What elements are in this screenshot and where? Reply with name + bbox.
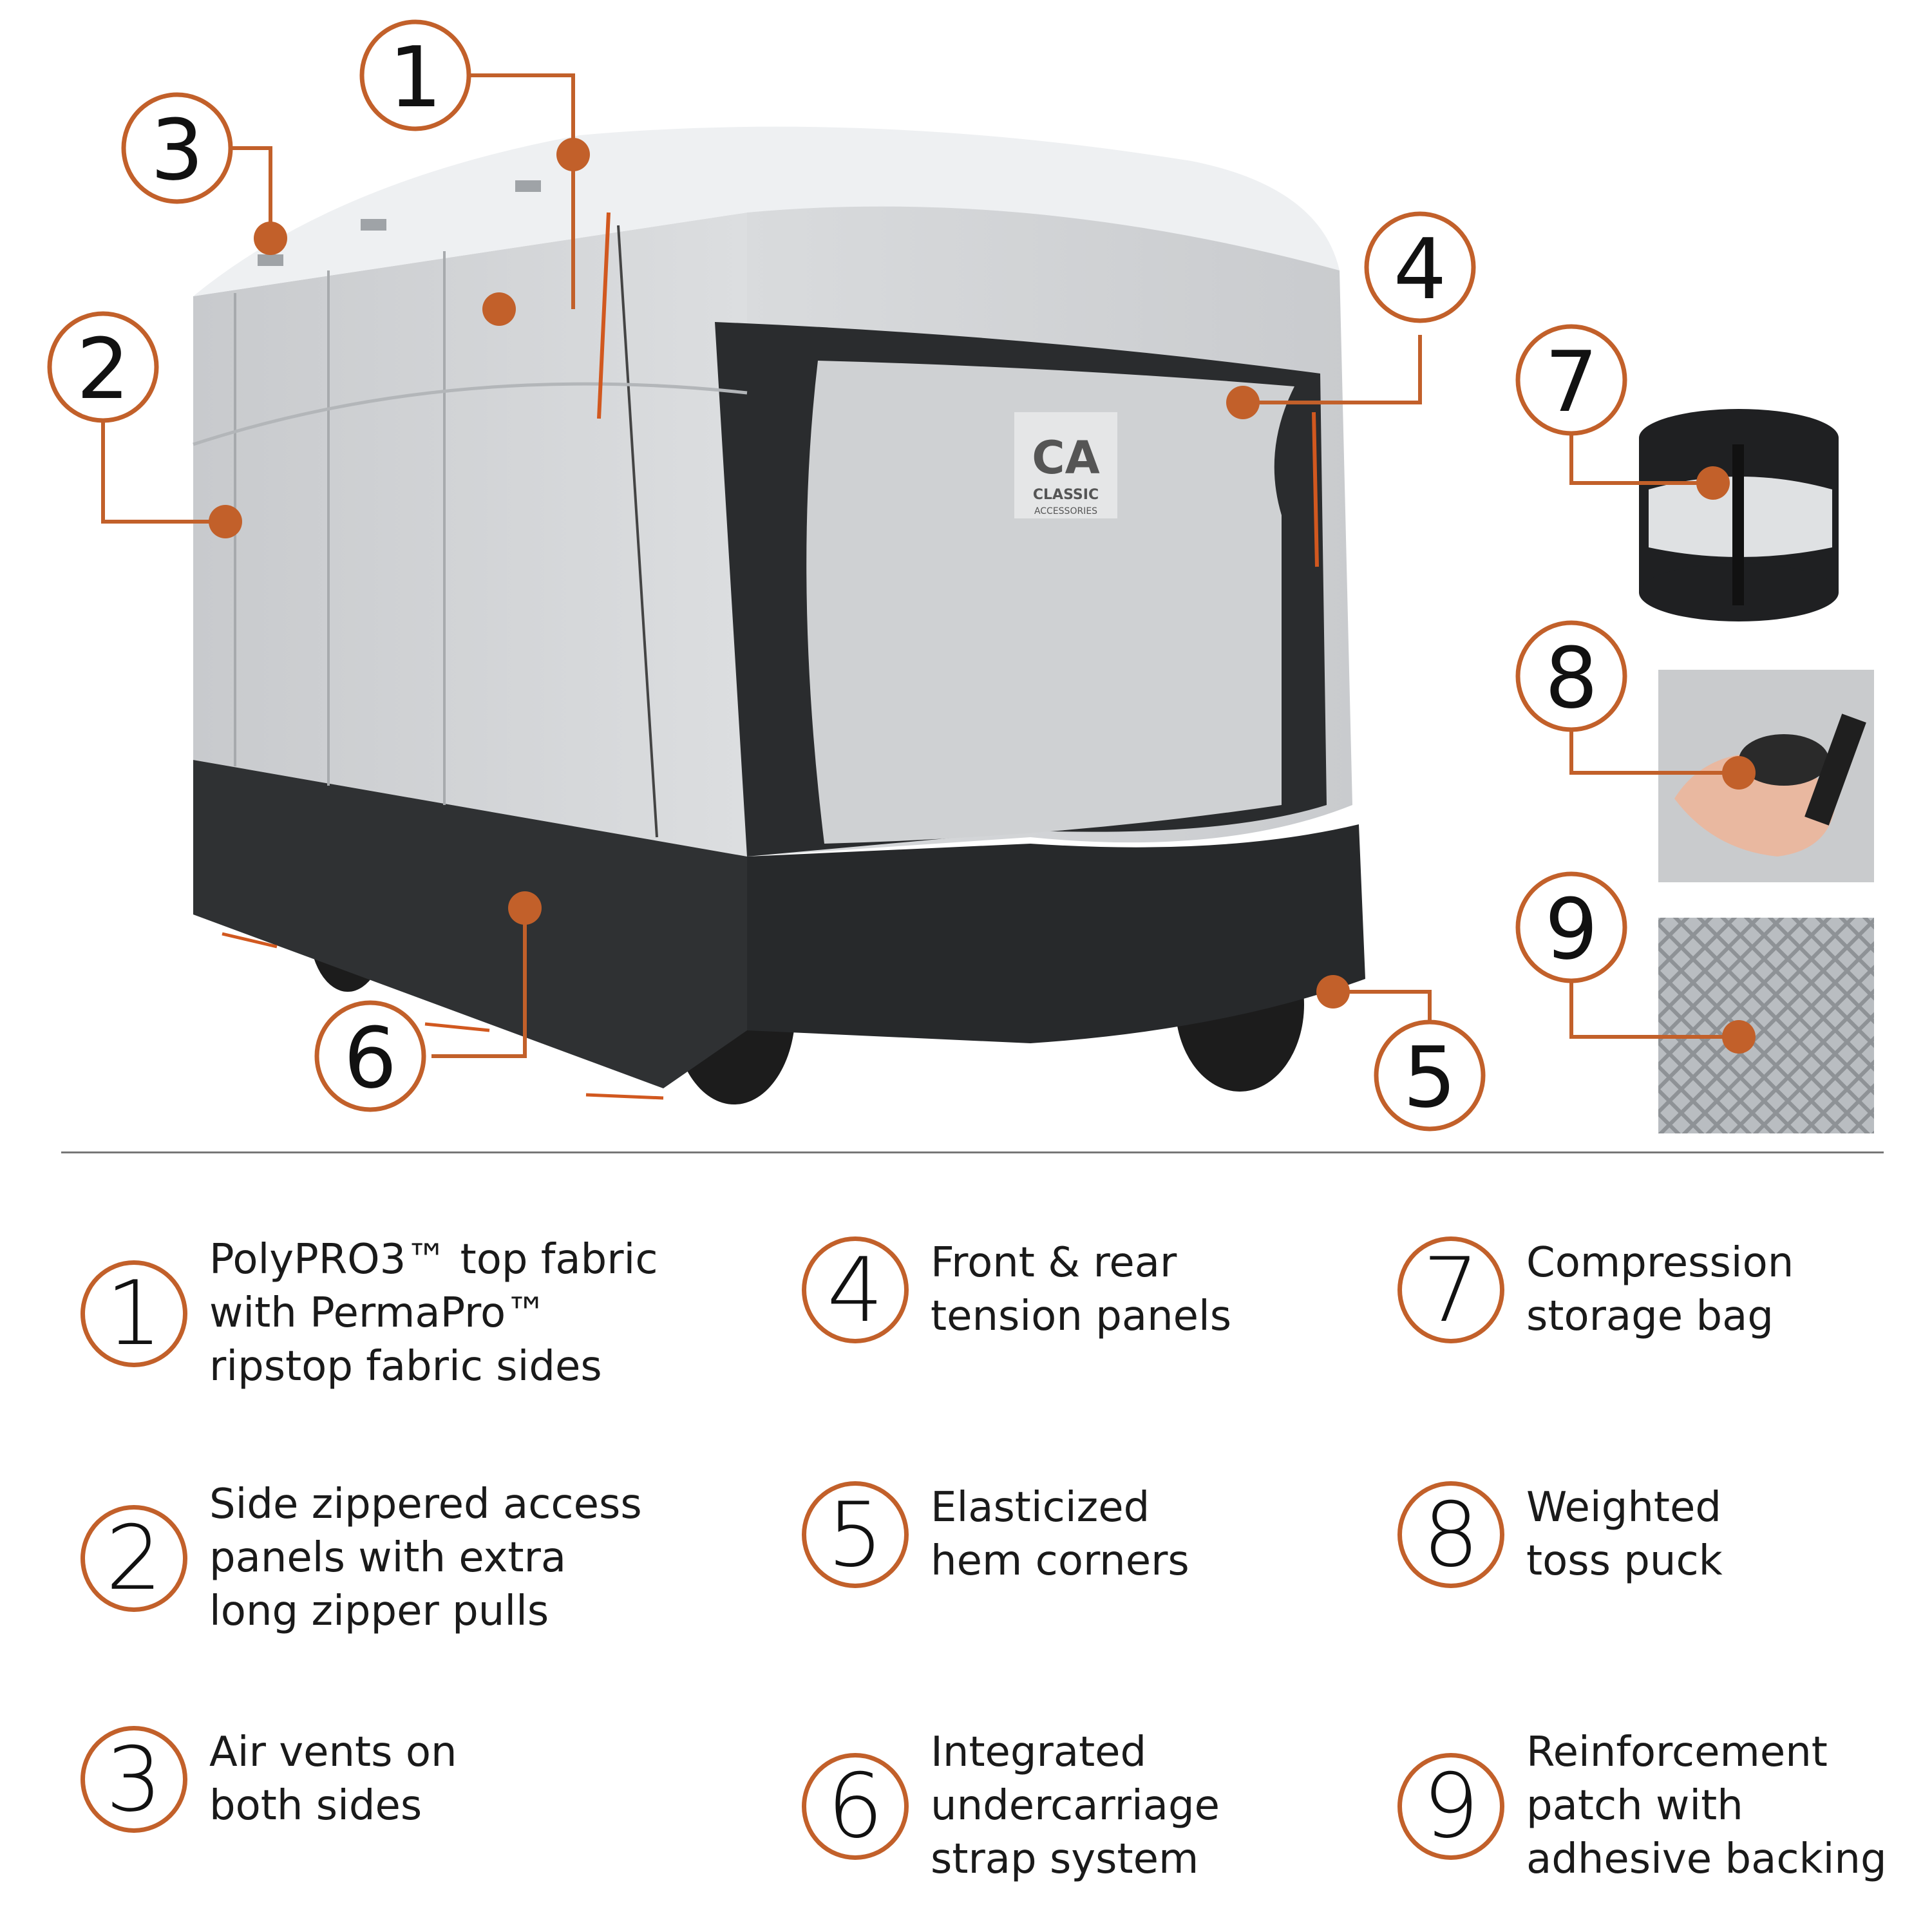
feature-number: 9 [1397, 1752, 1504, 1860]
feature-number: 6 [802, 1752, 909, 1860]
feature-description: Air vents on both sides [209, 1726, 457, 1833]
rv-cover-diagram: CA CLASSIC ACCESSORIES [47, 19, 1874, 1133]
callout-9: 9 [1545, 880, 1598, 978]
callout-1: 1 [389, 28, 442, 126]
feature-description: PolyPRO3™ top fabric with PermaPro™ rips… [209, 1233, 658, 1394]
callout-circles: 1 2 3 4 5 6 7 8 9 [47, 19, 1627, 1132]
callout-dots [209, 138, 1756, 1054]
feature-line: Front & rear [931, 1239, 1177, 1287]
feature-description: Elasticized hem corners [931, 1481, 1189, 1588]
callout-4: 4 [1394, 220, 1447, 318]
callout-7: 7 [1545, 333, 1598, 431]
feature-number: 1 [80, 1260, 187, 1367]
feature-line: ripstop fabric sides [209, 1343, 602, 1390]
feature-number: 7 [1397, 1236, 1504, 1343]
feature-5: 5 Elasticized hem corners [802, 1481, 1189, 1588]
feature-line: hem corners [931, 1537, 1189, 1585]
reinforcement-patch-swatch-icon [1658, 918, 1874, 1133]
feature-line: Air vents on [209, 1728, 457, 1776]
feature-description: Side zippered access panels with extra l… [209, 1478, 642, 1638]
feature-line: adhesive backing [1526, 1835, 1887, 1883]
callout-6: 6 [344, 1009, 397, 1107]
feature-line: patch with [1526, 1782, 1743, 1830]
callout-2: 2 [77, 320, 130, 418]
feature-number: 2 [80, 1504, 187, 1612]
feature-line: long zipper pulls [209, 1587, 549, 1635]
feature-line: PolyPRO3™ top fabric [209, 1236, 658, 1283]
callout-8: 8 [1545, 629, 1598, 727]
feature-line: Side zippered access [209, 1481, 642, 1528]
toss-puck-photo-icon [1658, 670, 1874, 882]
feature-description: Integrated undercarriage strap system [931, 1726, 1220, 1886]
feature-2: 2 Side zippered access panels with extra… [80, 1478, 642, 1638]
logo-subtext: ACCESSORIES [1034, 506, 1097, 516]
feature-number: 3 [80, 1726, 187, 1833]
divider-line [61, 1151, 1884, 1153]
callout-lines [101, 73, 1739, 1058]
feature-line: undercarriage [931, 1782, 1220, 1830]
feature-1: 1 PolyPRO3™ top fabric with PermaPro™ ri… [80, 1233, 658, 1394]
feature-7: 7 Compression storage bag [1397, 1236, 1794, 1343]
feature-8: 8 Weighted toss puck [1397, 1481, 1723, 1588]
feature-description: Reinforcement patch with adhesive backin… [1526, 1726, 1887, 1886]
feature-line: with PermaPro™ [209, 1289, 547, 1337]
feature-line: Compression [1526, 1239, 1794, 1287]
logo-text: CLASSIC [1033, 487, 1099, 503]
feature-line: storage bag [1526, 1293, 1774, 1340]
feature-line: Weighted [1526, 1484, 1721, 1531]
brand-logo: CA CLASSIC ACCESSORIES [1014, 412, 1117, 518]
compression-bag-icon [1639, 409, 1839, 621]
feature-line: tension panels [931, 1293, 1232, 1340]
feature-line: toss puck [1526, 1537, 1723, 1585]
feature-4: 4 Front & rear tension panels [802, 1236, 1231, 1343]
feature-3: 3 Air vents on both sides [80, 1726, 457, 1833]
feature-number: 5 [802, 1481, 909, 1588]
feature-6: 6 Integrated undercarriage strap system [802, 1726, 1220, 1886]
feature-description: Front & rear tension panels [931, 1236, 1231, 1343]
callout-3: 3 [151, 101, 204, 199]
feature-line: Reinforcement [1526, 1728, 1828, 1776]
feature-number: 8 [1397, 1481, 1504, 1588]
feature-line: panels with extra [209, 1534, 567, 1582]
feature-line: Elasticized [931, 1484, 1150, 1531]
feature-line: Integrated [931, 1728, 1147, 1776]
feature-legend: 1 PolyPRO3™ top fabric with PermaPro™ ri… [0, 1159, 1932, 1932]
rv-cover-illustration [193, 126, 1365, 1104]
feature-description: Weighted toss puck [1526, 1481, 1723, 1588]
feature-number: 4 [802, 1236, 909, 1343]
feature-description: Compression storage bag [1526, 1236, 1794, 1343]
feature-line: both sides [209, 1782, 422, 1830]
logo-monogram: CA [1032, 431, 1100, 484]
feature-9: 9 Reinforcement patch with adhesive back… [1397, 1726, 1887, 1886]
feature-line: strap system [931, 1835, 1199, 1883]
callout-5: 5 [1403, 1028, 1457, 1126]
